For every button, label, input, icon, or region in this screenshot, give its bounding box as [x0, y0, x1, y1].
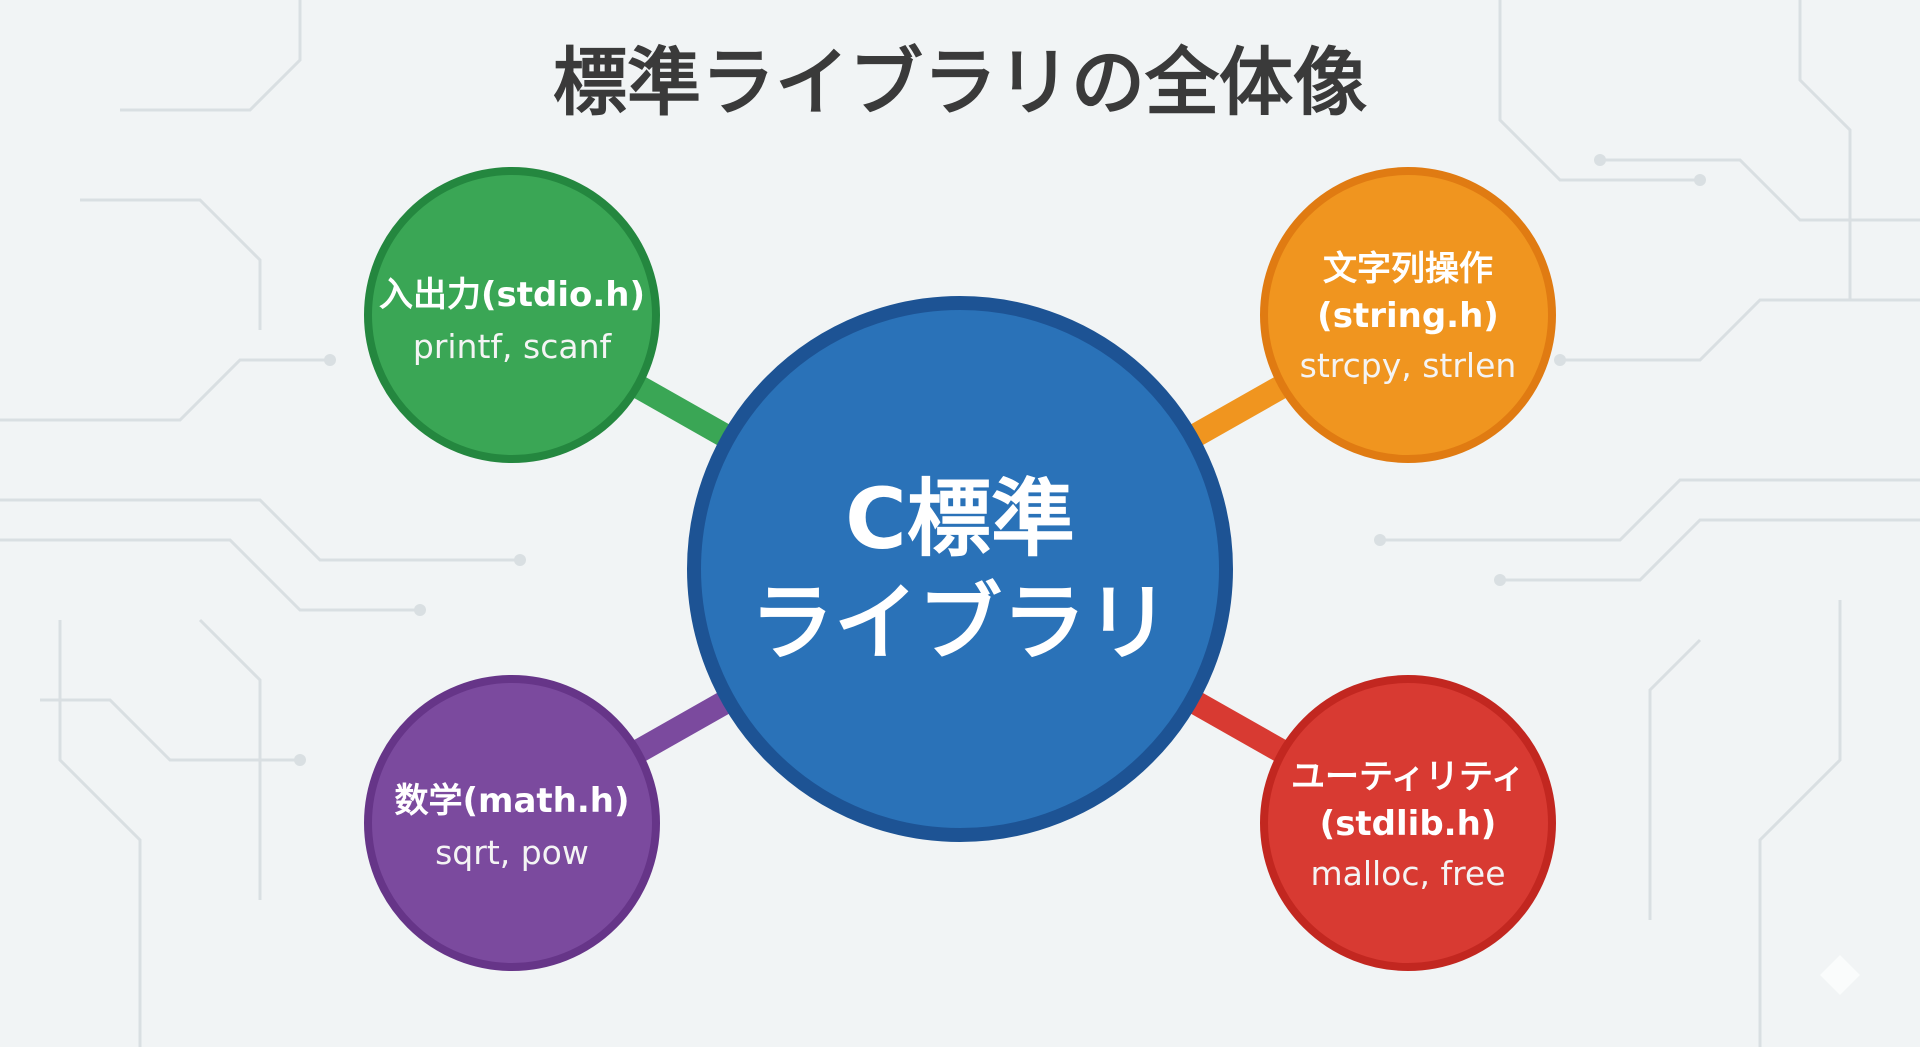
node-string-functions: strcpy, strlen: [1300, 346, 1517, 385]
node-stdlib-label2: (stdlib.h): [1320, 804, 1497, 844]
node-math-functions: sqrt, pow: [435, 833, 589, 872]
node-stdlib: ユーティリティ (stdlib.h) malloc, free: [1260, 675, 1556, 971]
node-math-label: 数学(math.h): [394, 781, 629, 821]
center-node: C標準 ライブラリ: [687, 296, 1233, 842]
node-math: 数学(math.h) sqrt, pow: [364, 675, 660, 971]
sparkle-icon: [1820, 955, 1860, 995]
node-string-label2: (string.h): [1317, 296, 1499, 336]
page-title: 標準ライブラリの全体像: [553, 40, 1367, 126]
node-stdio: 入出力(stdio.h) printf, scanf: [364, 167, 660, 463]
node-stdio-label: 入出力(stdio.h): [379, 275, 645, 315]
node-stdlib-functions: malloc, free: [1310, 854, 1505, 893]
node-string-label1: 文字列操作: [1323, 249, 1493, 289]
center-line2: ライブラリ: [750, 574, 1170, 672]
center-line1: C標準: [845, 470, 1075, 568]
node-stdio-functions: printf, scanf: [413, 327, 613, 366]
node-stdlib-label1: ユーティリティ: [1291, 757, 1525, 797]
node-string: 文字列操作 (string.h) strcpy, strlen: [1260, 167, 1556, 463]
